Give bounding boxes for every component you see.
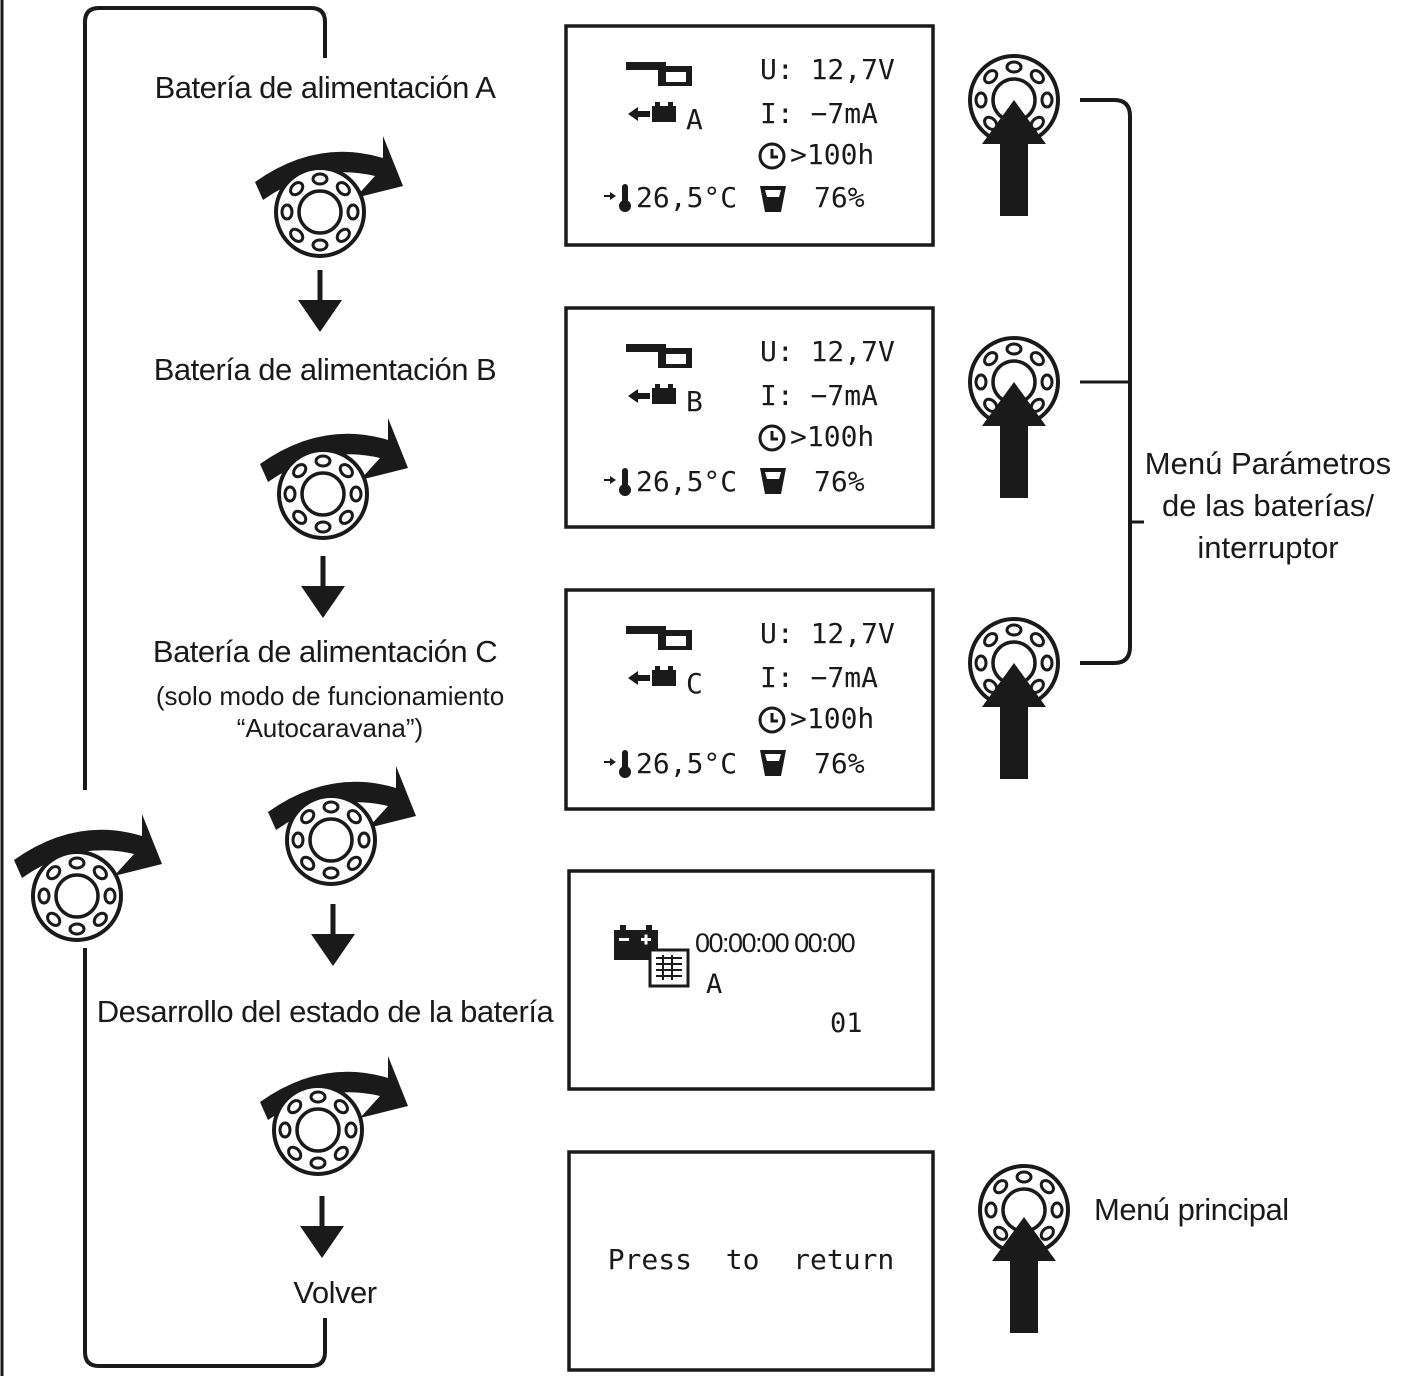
- loop-line: [83, 6, 327, 1368]
- voltage-readout: U: 12,7V: [760, 335, 895, 368]
- screen-history: [567, 869, 935, 1091]
- clock-icon: [758, 142, 786, 170]
- battery-letter: B: [686, 385, 703, 418]
- main-menu-label: Menú principal: [1094, 1192, 1289, 1227]
- time-remaining-readout: >100h: [790, 702, 875, 735]
- history-timestamp: 00:00:00 00:00: [695, 928, 856, 958]
- voltage-readout: U: 12,7V: [760, 617, 895, 650]
- temperature-readout: 26,5°C: [636, 747, 738, 780]
- bracket-label: Menú Parámetros de las baterías/ interru…: [1144, 446, 1392, 565]
- step-label-battery-c: Batería de alimentación C: [152, 634, 498, 669]
- current-readout: I: −7mA: [760, 379, 879, 412]
- down-arrow-icon: [300, 1196, 344, 1258]
- charge-level-readout: 76%: [814, 465, 865, 498]
- history-battery-letter: A: [706, 969, 723, 1000]
- screen-battery-b: [564, 306, 935, 529]
- return-screen-text: Press to return: [607, 1243, 895, 1276]
- step-label-battery-b: Batería de alimentación B: [153, 352, 497, 387]
- history-index: 01: [830, 1008, 863, 1039]
- bracket: [1080, 98, 1144, 665]
- battery-log-icon: [614, 925, 690, 988]
- step-label-history: Desarrollo del estado de la batería: [96, 994, 554, 1029]
- step-label-back: Volver: [293, 1275, 377, 1310]
- step-label-battery-a: Batería de alimentación A: [154, 70, 496, 105]
- temperature-readout: 26,5°C: [636, 181, 738, 214]
- charge-level-readout: 76%: [814, 181, 865, 214]
- rotary-knob-icon: [285, 794, 377, 886]
- rotary-knob-icon: [274, 166, 366, 258]
- time-remaining-readout: >100h: [790, 420, 875, 453]
- rotary-knob-icon: [31, 850, 123, 942]
- current-readout: I: −7mA: [760, 661, 879, 694]
- screen-battery-c: [564, 588, 935, 811]
- clock-icon: [758, 424, 786, 452]
- down-arrow-icon: [311, 904, 355, 966]
- battery-letter: A: [686, 103, 703, 136]
- screen-return: [567, 1150, 935, 1372]
- rotary-knob-icon: [272, 1084, 364, 1176]
- clock-icon: [758, 706, 786, 734]
- down-arrow-icon: [301, 556, 345, 618]
- rotary-knob-icon: [277, 448, 369, 540]
- step-label-battery-c-note: (solo modo de funcionamiento “Autocarava…: [155, 681, 505, 743]
- screen-battery-a: [564, 24, 935, 247]
- temperature-readout: 26,5°C: [636, 465, 738, 498]
- battery-letter: C: [686, 667, 703, 700]
- voltage-readout: U: 12,7V: [760, 53, 895, 86]
- charge-level-readout: 76%: [814, 747, 865, 780]
- time-remaining-readout: >100h: [790, 138, 875, 171]
- down-arrow-icon: [298, 270, 342, 332]
- current-readout: I: −7mA: [760, 97, 879, 130]
